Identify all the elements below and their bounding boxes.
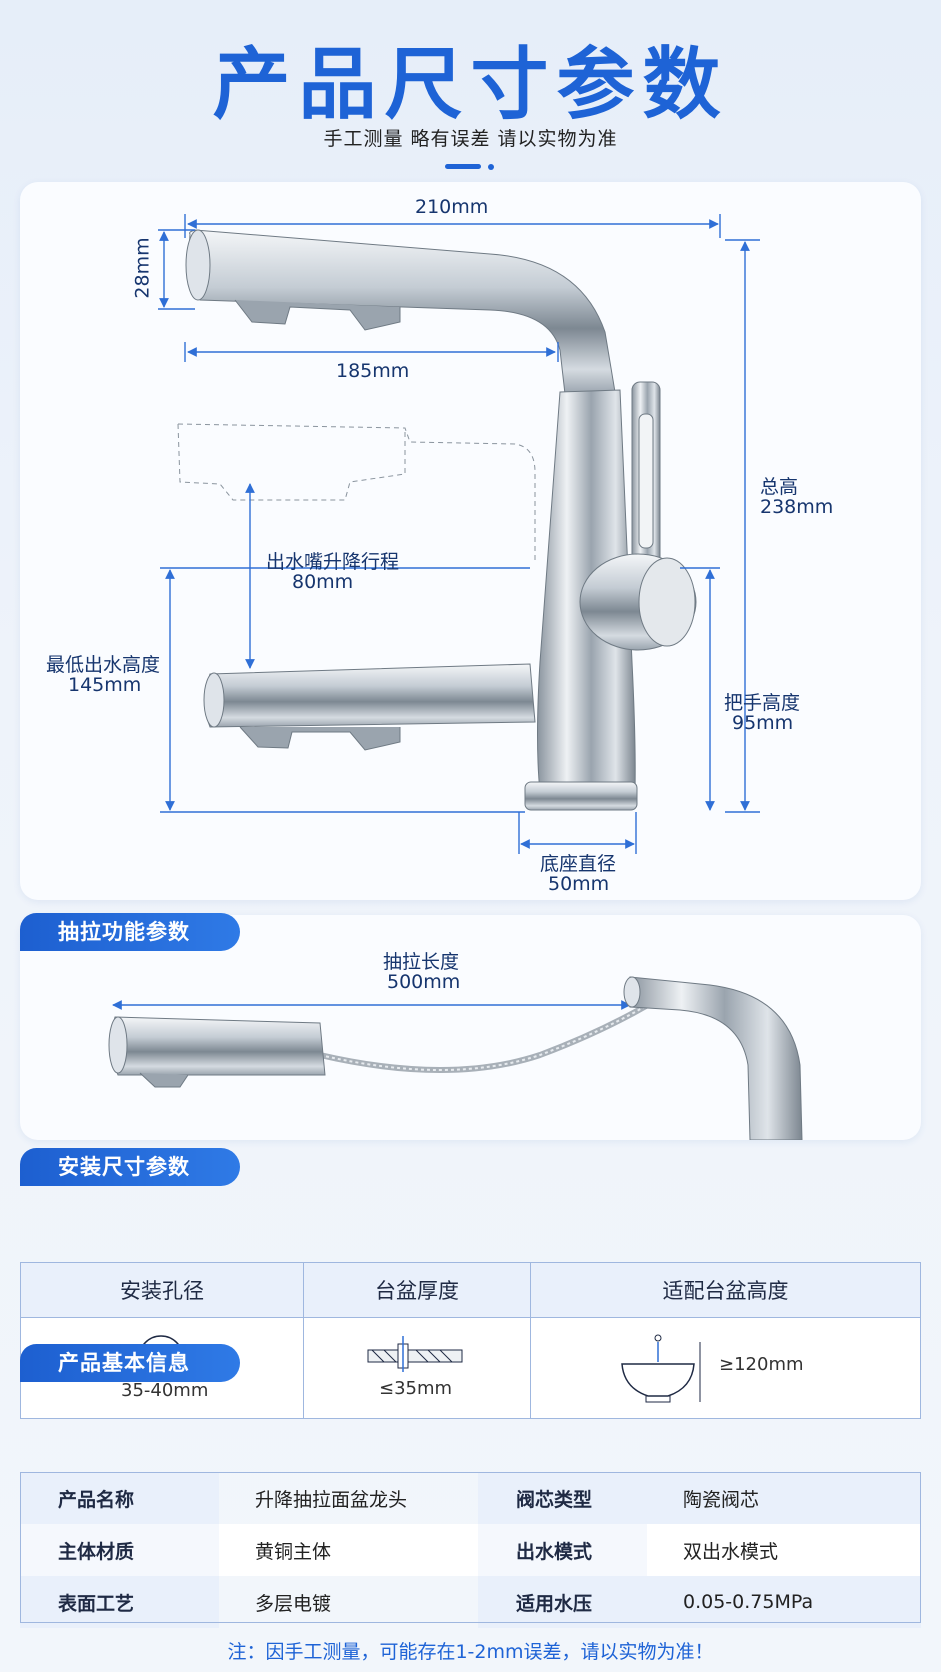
info-key: 适用水压 [478,1576,647,1628]
dimension-card: 210mm 28mm 185mm 总高 238mm 出水嘴升降行程 80mm 最… [20,182,921,900]
page-title: 产品尺寸参数 [212,40,729,130]
dim-base-label: 底座直径 [540,853,617,875]
pull-card: 抽拉长度 500mm [20,915,921,1140]
section-label-install: 安装尺寸参数 [20,1148,240,1186]
faucet-illustration [177,229,697,811]
install-value-thickness: ≤35mm [379,1378,453,1399]
dim-min-outlet-label: 最低出水高度 [46,654,161,676]
info-value: 0.05-0.75MPa [647,1576,921,1628]
info-key: 表面工艺 [20,1576,219,1628]
install-table: 安装孔径 台盆厚度 适配台盆高度 35-40mm ≤35mm [20,1262,921,1419]
dim-handle-label: 把手高度 [724,692,801,714]
pull-length-value: 500mm [387,971,461,993]
install-value-hole: 35-40mm [121,1380,209,1401]
info-value: 双出水模式 [647,1524,921,1576]
product-info-table: 产品名称 升降抽拉面盆龙头 阀芯类型 陶瓷阀芯 主体材质 黄铜主体 出水模式 双… [20,1472,921,1628]
info-value: 陶瓷阀芯 [647,1472,921,1524]
info-key: 产品名称 [20,1472,219,1524]
dim-min-outlet-value: 145mm [68,674,142,696]
info-row: 产品名称 升降抽拉面盆龙头 阀芯类型 陶瓷阀芯 [20,1472,921,1524]
install-col-hole: 安装孔径 [20,1262,304,1318]
install-cell-thickness: ≤35mm [303,1317,531,1419]
dim-spout-length: 185mm [336,360,410,382]
info-key: 出水模式 [478,1524,647,1576]
info-key: 阀芯类型 [478,1472,647,1524]
info-row: 主体材质 黄铜主体 出水模式 双出水模式 [20,1524,921,1576]
install-cell-basin-height: ≥120mm [530,1317,921,1419]
title-decoration [0,164,941,170]
info-table-frame [20,1472,921,1623]
info-row: 表面工艺 多层电镀 适用水压 0.05-0.75MPa [20,1576,921,1628]
install-col-thickness: 台盆厚度 [303,1262,531,1318]
dim-total-height-label: 总高 [760,476,799,498]
install-col-basin-height: 适配台盆高度 [530,1262,921,1318]
dim-total-height-value: 238mm [760,496,834,518]
footnote: 注：因手工测量，可能存在1-2mm误差，请以实物为准！ [227,1641,714,1663]
dim-width-total: 210mm [415,196,489,218]
pull-length-label: 抽拉长度 [383,951,460,973]
basin-thickness-icon [367,1336,463,1372]
info-value: 多层电镀 [255,1592,332,1615]
basin-icon [621,1334,701,1403]
dim-base-value: 50mm [548,873,610,895]
info-value: 升降抽拉面盆龙头 [255,1488,408,1511]
info-value: 黄铜主体 [219,1524,478,1576]
section-label-pull: 抽拉功能参数 [20,913,240,951]
dim-lift-label: 出水嘴升降行程 [266,551,400,573]
faucet-dimension-drawing [158,214,760,854]
section-label-info: 产品基本信息 [20,1344,240,1382]
dim-handle-value: 95mm [732,712,794,734]
pull-out-drawing [108,976,803,1140]
info-key: 主体材质 [20,1524,219,1576]
install-value-basin-height: ≥120mm [719,1354,804,1375]
dim-spout-height: 28mm [131,237,154,299]
page-subtitle: 手工测量 略有误差 请以实物为准 [323,128,618,150]
dim-lift-value: 80mm [292,571,354,593]
